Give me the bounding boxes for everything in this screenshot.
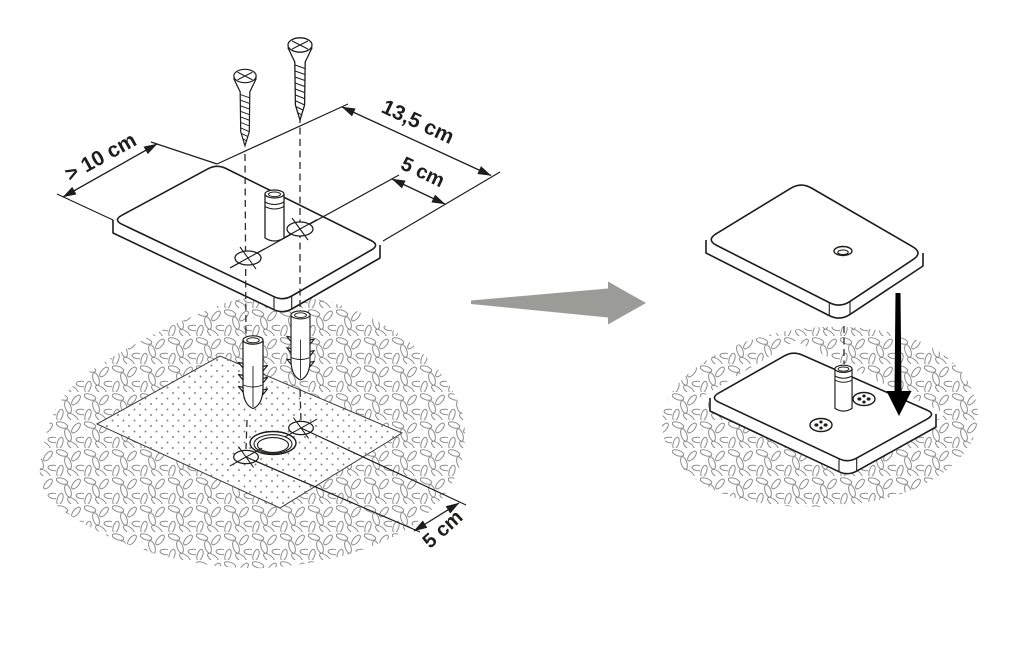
dimension-edge-offset: 5 cm bbox=[391, 153, 448, 205]
alignment-dashed-lines-upper bbox=[244, 116, 301, 338]
base-plate bbox=[709, 352, 937, 475]
cover-cap-hole bbox=[833, 245, 853, 257]
transition-arrow bbox=[471, 281, 646, 325]
dimension-plate-length-label: 13,5 cm bbox=[378, 95, 458, 148]
place-down-arrow-shape bbox=[886, 293, 912, 416]
prepared-area bbox=[95, 355, 404, 509]
place-down-arrow bbox=[886, 293, 912, 416]
mounting-peg-installed bbox=[834, 364, 853, 412]
mounting-plate bbox=[112, 165, 381, 313]
screw-small bbox=[233, 68, 257, 147]
transition-arrow-shape bbox=[471, 281, 646, 325]
mounting-peg bbox=[264, 189, 285, 242]
cover-cap bbox=[705, 184, 924, 319]
dimension-edge-offset-label: 5 cm bbox=[397, 153, 448, 192]
step1-exploded-view: > 10 cm 13,5 cm 5 cm 5 cm bbox=[39, 37, 501, 569]
installed-screw-head-right bbox=[852, 391, 876, 407]
step2-assembled-view bbox=[661, 184, 979, 507]
alignment-dashed-lines-lower bbox=[245, 389, 302, 450]
installed-screw-head-left bbox=[809, 417, 833, 433]
screw-large bbox=[287, 37, 313, 121]
dimension-min-depth-label: > 10 cm bbox=[61, 128, 140, 186]
